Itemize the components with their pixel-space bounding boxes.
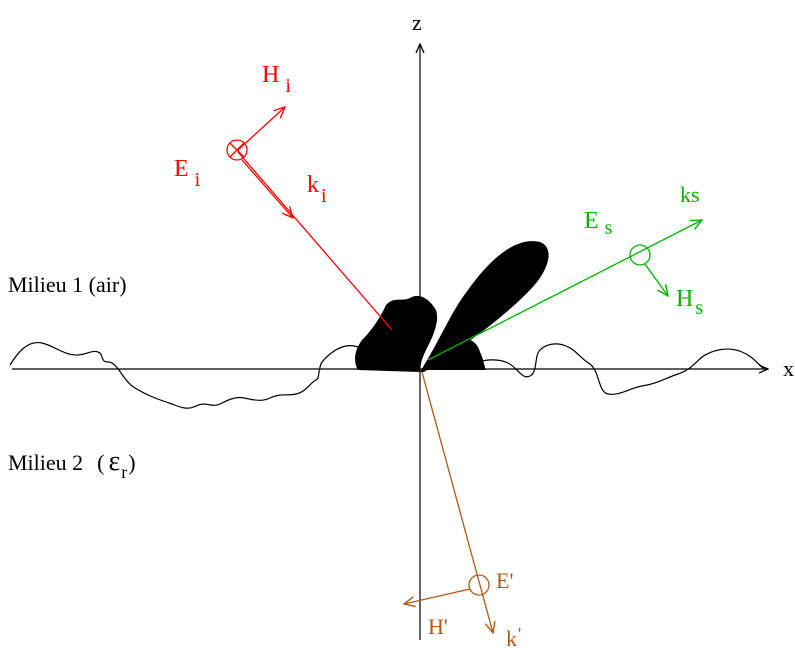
- specular-lobe-base: [426, 338, 486, 370]
- scattered-h-arrow: [644, 263, 668, 296]
- scattering-lobe: [420, 241, 549, 372]
- rough-surface: [9, 341, 421, 409]
- scattered-e-symbol: [629, 244, 651, 266]
- scattered-k-label: ks: [680, 182, 700, 207]
- scattered-k-line: [427, 220, 702, 361]
- backscatter-lobe: [355, 295, 438, 372]
- medium1-label: Milieu 1 (air): [8, 272, 127, 297]
- incident-e-symbol: [226, 139, 248, 161]
- transmitted-e-symbol: [468, 574, 490, 596]
- rough-surface-right: [473, 343, 765, 395]
- x-axis-label: x: [783, 356, 794, 381]
- z-axis-label: z: [412, 10, 422, 35]
- transmitted-h-label: H': [428, 614, 448, 639]
- transmitted-h-arrow: [404, 588, 471, 604]
- incident-k-line: [237, 151, 393, 331]
- incident-k-arrow: [241, 159, 293, 218]
- transmitted-k-line: [421, 371, 493, 633]
- transmitted-e-label: E': [496, 568, 513, 593]
- medium2-label: Milieu 2(εr): [8, 446, 136, 482]
- incident-h-arrow: [237, 107, 285, 151]
- transmitted-k-label: k': [506, 624, 521, 651]
